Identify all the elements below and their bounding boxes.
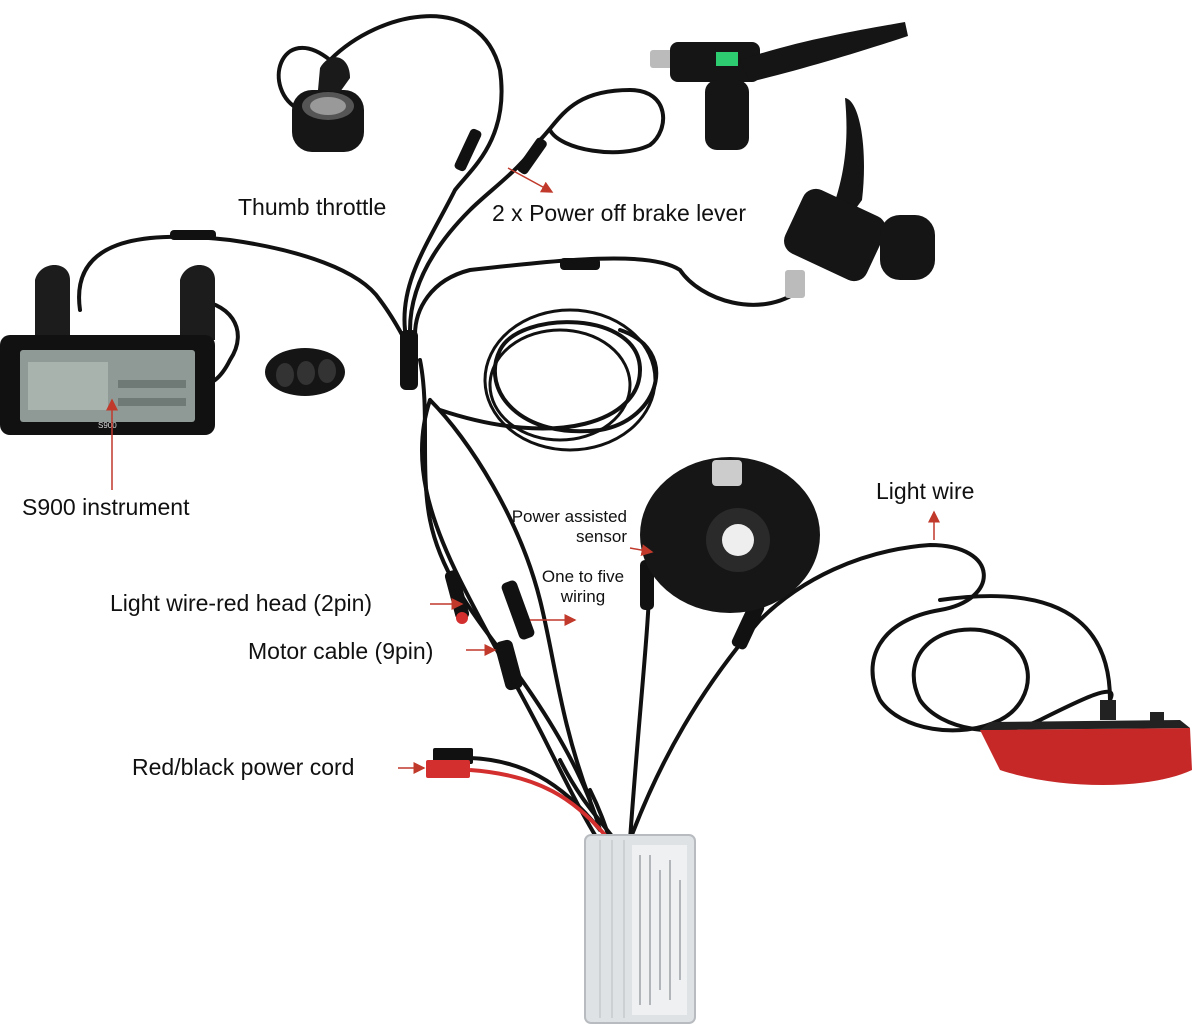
display-brand-mark: S900 (98, 421, 117, 430)
pas-sensor-device (640, 457, 820, 613)
cable-connectors (170, 128, 765, 691)
brake-lever-bottom (784, 98, 935, 298)
brake-lever-top (650, 22, 908, 150)
label-thumb-throttle: Thumb throttle (238, 194, 387, 220)
label-pas-sensor-line2: sensor (575, 527, 627, 546)
tail-light-device (980, 700, 1192, 785)
red-light-head-connector (456, 612, 468, 624)
power-cord-connectors (426, 748, 607, 837)
label-motor-cable: Motor cable (9pin) (248, 638, 434, 664)
label-power-cord: Red/black power cord (132, 754, 355, 780)
label-brake-lever: 2 x Power off brake lever (492, 200, 746, 226)
annotation-arrows (106, 167, 940, 774)
label-light-wire: Light wire (876, 478, 975, 504)
label-s900-instrument: S900 instrument (22, 494, 190, 520)
controller-box (584, 834, 696, 1024)
s900-display-device: S900 (0, 265, 215, 435)
thumb-throttle-device (292, 57, 364, 152)
label-one-to-five-line1: One to five (541, 567, 625, 586)
display-control-pad (265, 348, 345, 396)
label-one-to-five-line2: wiring (560, 587, 606, 606)
cable-bundle (77, 14, 1114, 842)
label-one-to-five-wiring: One to five wiring (538, 568, 628, 605)
label-light-wire-red-head: Light wire-red head (2pin) (110, 590, 373, 616)
label-pas-sensor-line1: Power assisted (511, 507, 627, 526)
label-pas-sensor: Power assisted sensor (495, 508, 627, 545)
